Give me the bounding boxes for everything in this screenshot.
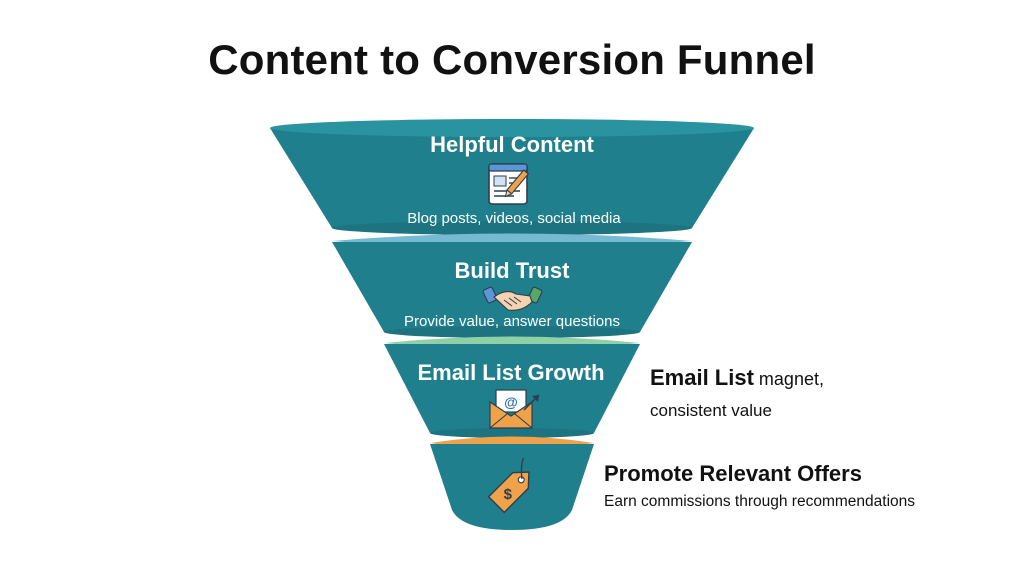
document-pencil-icon [488, 163, 530, 205]
price-tag-icon: $ [487, 457, 530, 514]
svg-text:@: @ [504, 394, 518, 410]
svg-text:$: $ [504, 486, 513, 503]
funnel-stage-helpful-content: Helpful Content Blog posts, videos, soci… [270, 119, 754, 235]
funnel-stage-offers: $ [430, 444, 594, 530]
funnel-stage-email-list-growth: Email List Growth @ [384, 344, 640, 438]
side-note-offers-title: Promote Relevant Offers [604, 461, 862, 486]
side-note-email-line2: consistent value [650, 401, 772, 420]
side-note-email-bold: Email List [650, 365, 754, 390]
stage-title: Build Trust [455, 258, 571, 283]
stage-title: Helpful Content [430, 132, 594, 157]
stage-description: Provide value, answer questions [404, 313, 620, 330]
page-title: Content to Conversion Funnel [208, 36, 816, 83]
handshake-icon [482, 286, 543, 311]
side-note-offers: Promote Relevant Offers Earn commissions… [604, 461, 915, 511]
stage-title: Email List Growth [417, 360, 604, 385]
email-envelope-icon: @ [489, 389, 540, 429]
funnel-stage-build-trust: Build Trust Provide value, answer questi… [332, 242, 692, 338]
side-note-email-list: Email List magnet, consistent value [650, 365, 824, 421]
stage-description: Blog posts, videos, social media [407, 210, 621, 227]
side-note-offers-subtitle: Earn commissions through recommendations [604, 493, 915, 510]
side-note-email-rest: magnet, [753, 369, 824, 389]
